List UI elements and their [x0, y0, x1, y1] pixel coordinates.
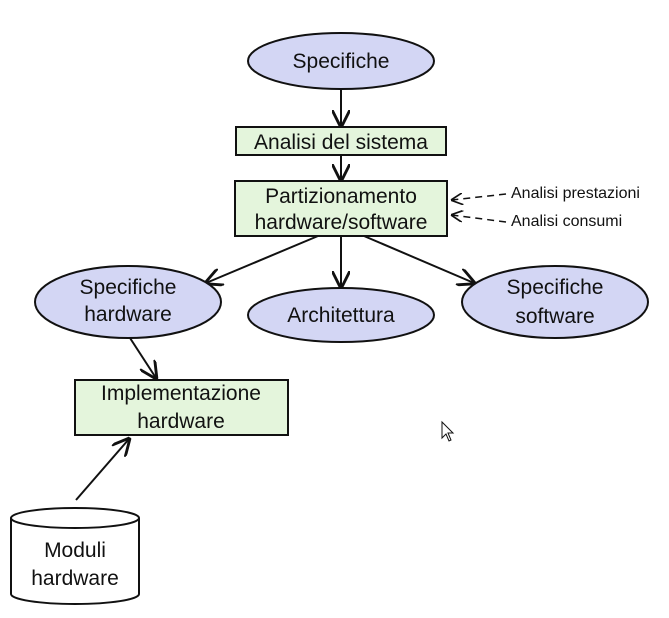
node-partizionamento-line2: hardware/software: [255, 211, 428, 234]
node-architettura: Architettura: [247, 287, 435, 343]
node-implementazione-hardware-line2: hardware: [137, 410, 225, 433]
node-partizionamento: Partizionamento hardware/software: [234, 180, 448, 237]
node-analisi-sistema: Analisi del sistema: [235, 126, 447, 156]
node-specifiche-label: Specifiche: [293, 50, 390, 73]
node-specifiche: Specifiche: [247, 32, 435, 90]
node-analisi-sistema-label: Analisi del sistema: [254, 131, 428, 154]
node-specifiche-hardware: Specifiche hardware: [34, 265, 222, 339]
arrow-moduli-to-implementazione: [75, 439, 129, 501]
arrow-specifiche-hw-to-implementazione: [129, 337, 156, 378]
mouse-cursor-icon: [441, 420, 455, 442]
node-partizionamento-line1: Partizionamento: [265, 185, 417, 208]
node-specifiche-hardware-line1: Specifiche: [80, 276, 177, 299]
note-analisi-consumi: Analisi consumi: [511, 213, 622, 230]
node-implementazione-hardware-line1: Implementazione: [101, 382, 261, 405]
note-analisi-prestazioni: Analisi prestazioni: [511, 185, 640, 202]
node-specifiche-hardware-line2: hardware: [84, 303, 172, 326]
dashed-arrow-prestazioni: [452, 194, 507, 200]
node-moduli-hardware: Moduli hardware: [10, 507, 140, 605]
node-specifiche-software-line1: Specifiche: [507, 276, 604, 299]
arrow-partizionamento-to-specifiche-sw: [363, 235, 474, 283]
dashed-arrow-consumi: [452, 215, 507, 223]
node-moduli-hardware-line1: Moduli: [44, 539, 106, 562]
node-architettura-label: Architettura: [287, 304, 395, 327]
node-specifiche-software: Specifiche software: [461, 265, 649, 339]
node-implementazione-hardware: Implementazione hardware: [74, 379, 289, 436]
arrow-partizionamento-to-specifiche-hw: [206, 235, 319, 283]
node-specifiche-software-line2: software: [515, 305, 594, 328]
node-moduli-hardware-line2: hardware: [31, 567, 119, 590]
